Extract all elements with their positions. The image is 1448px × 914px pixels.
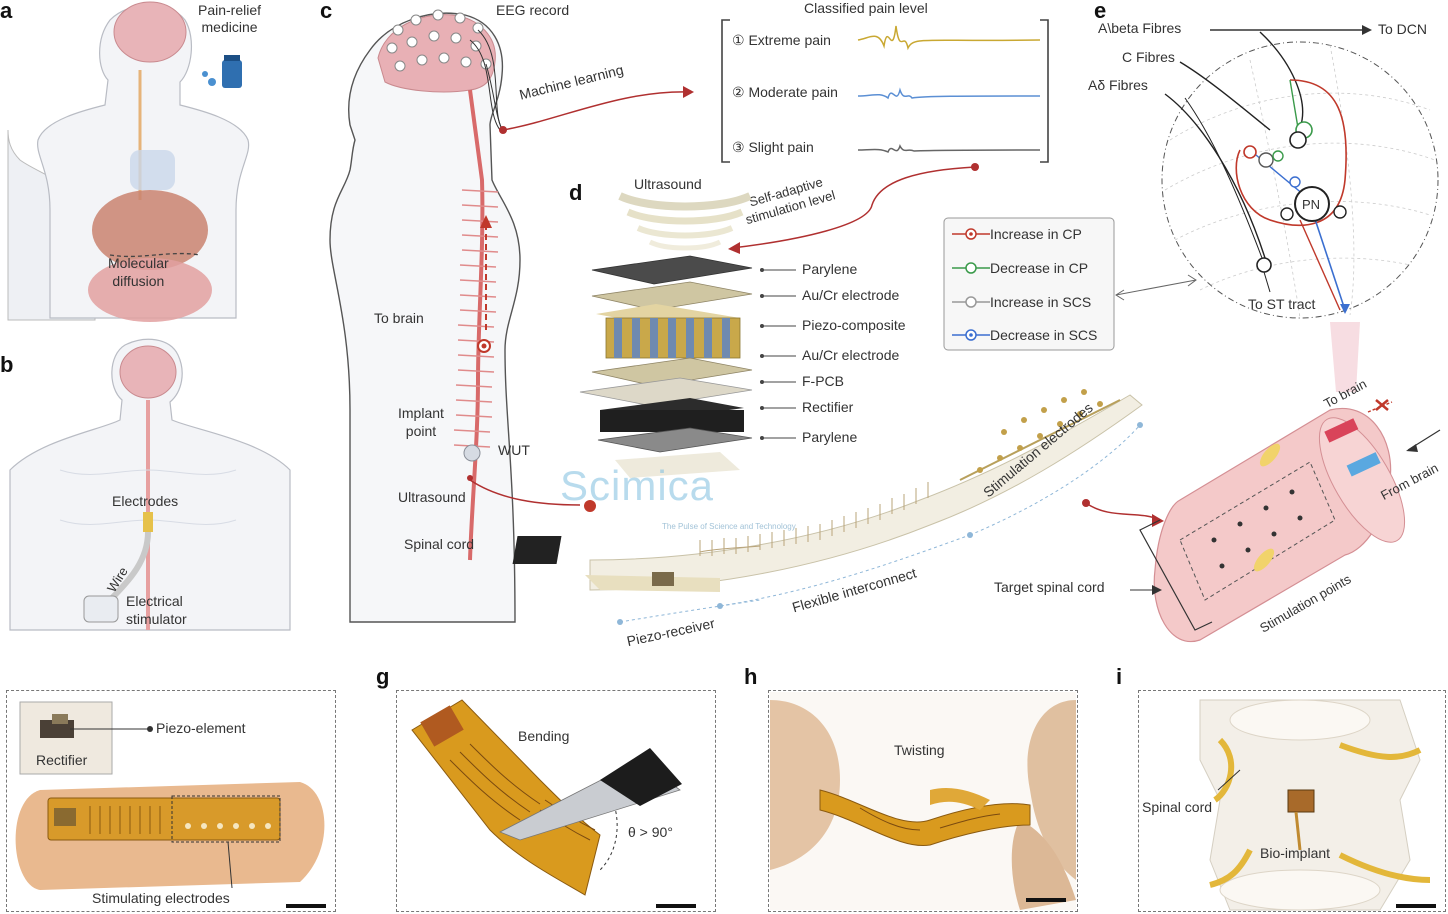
panel-h-frame bbox=[768, 690, 1078, 912]
wut-label: WUT bbox=[498, 442, 530, 458]
panel-a-letter: a bbox=[0, 0, 13, 23]
legend-increase-scs: Increase in SCS bbox=[990, 294, 1092, 310]
panel-c-letter: c bbox=[320, 0, 333, 23]
rectifier-f-label: Rectifier bbox=[36, 752, 88, 768]
ultrasound-d-label: Ultrasound bbox=[634, 176, 702, 192]
spinal-cord-i-label: Spinal cord bbox=[1142, 799, 1213, 815]
to-st-label: To ST tract bbox=[1248, 296, 1316, 312]
medicine-label: Pain-relief medicine bbox=[198, 2, 262, 35]
bio-implant-label: Bio-implant bbox=[1260, 845, 1331, 861]
abeta-label: A\beta Fibres bbox=[1098, 20, 1182, 36]
stimulating-electrodes-label: Stimulating electrodes bbox=[92, 890, 230, 906]
pn-label: PN bbox=[1302, 197, 1321, 212]
adelta-label: Aδ Fibres bbox=[1088, 77, 1148, 93]
layer-rectifier: Rectifier bbox=[802, 399, 854, 415]
c-fibres-label: C Fibres bbox=[1122, 49, 1175, 65]
spinal-cord-c-label: Spinal cord bbox=[404, 536, 475, 552]
panel-g-letter: g bbox=[376, 664, 390, 689]
panel-i-letter: i bbox=[1116, 664, 1123, 689]
bending-label: Bending bbox=[518, 728, 570, 744]
panel-i-frame bbox=[1138, 690, 1446, 912]
pain-item-extreme: ① Extreme pain bbox=[732, 32, 831, 48]
electrodes-label: Electrodes bbox=[112, 493, 179, 509]
ultrasound-c-label: Ultrasound bbox=[398, 489, 466, 505]
piezo-element-label: Piezo-element bbox=[156, 720, 246, 736]
twisting-label: Twisting bbox=[894, 742, 945, 758]
bending-angle-label: θ > 90° bbox=[628, 824, 673, 840]
to-dcn-label: To DCN bbox=[1378, 21, 1428, 37]
layer-fpcb: F-PCB bbox=[802, 373, 844, 389]
layer-aucr-bottom: Au/Cr electrode bbox=[802, 347, 900, 363]
watermark-tagline: The Pulse of Science and Technology bbox=[662, 522, 796, 531]
panel-e-letter: e bbox=[1094, 0, 1107, 23]
pain-item-moderate: ② Moderate pain bbox=[732, 84, 838, 100]
watermark-brand: Scimica bbox=[560, 462, 715, 509]
layer-aucr-top: Au/Cr electrode bbox=[802, 287, 900, 303]
diffusion-label: Molecular diffusion bbox=[108, 255, 169, 289]
layer-piezo-composite: Piezo-composite bbox=[802, 317, 906, 333]
pain-item-slight: ③ Slight pain bbox=[732, 139, 814, 155]
stimulator-label: Electrical stimulator bbox=[126, 593, 187, 627]
eeg-label: EEG record bbox=[496, 2, 570, 18]
panel-g-frame bbox=[396, 690, 716, 912]
layer-parylene-top: Parylene bbox=[802, 261, 858, 277]
panel-f-frame bbox=[6, 690, 336, 912]
panel-d-letter: d bbox=[569, 180, 583, 205]
layer-parylene-bottom: Parylene bbox=[802, 429, 858, 445]
to-brain-label: To brain bbox=[374, 310, 424, 326]
panel-h-letter: h bbox=[744, 664, 758, 689]
panel-b-letter: b bbox=[0, 352, 14, 377]
legend-decrease-scs: Decrease in SCS bbox=[990, 327, 1098, 343]
legend-decrease-cp: Decrease in CP bbox=[990, 260, 1089, 276]
implant-label: Implant point bbox=[398, 405, 444, 439]
target-spinal-cord-label: Target spinal cord bbox=[994, 579, 1105, 595]
legend-increase-cp: Increase in CP bbox=[990, 226, 1082, 242]
pain-level-title: Classified pain level bbox=[804, 0, 928, 16]
